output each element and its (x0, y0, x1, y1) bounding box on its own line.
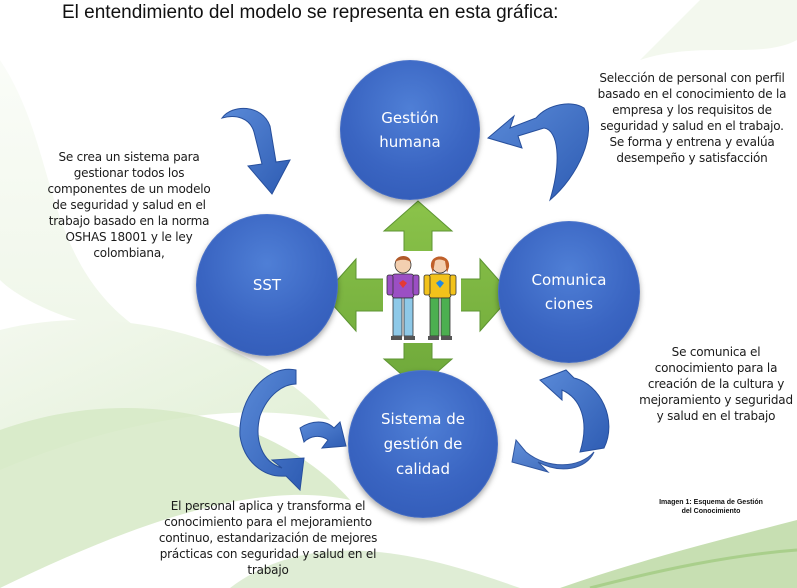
note-comunicaciones: Se comunica el conocimiento para la crea… (639, 345, 793, 423)
note-gestion-humana: Selección de personal con perfil basado … (597, 71, 787, 165)
note-sistema-gestion-calidad: El personal aplica y transforma el conoc… (158, 499, 378, 577)
image-caption: Imagen 1: Esquema de Gestión del Conocim… (659, 499, 763, 515)
node-sst: SST (196, 214, 338, 356)
node-sistema-gestion-calidad-label: Sistema de gestión de calidad (381, 409, 465, 478)
node-gestion-humana-label: Gestión humana (379, 109, 441, 151)
node-sistema-gestion-calidad: Sistema de gestión de calidad (348, 370, 498, 518)
node-gestion-humana: Gestión humana (340, 60, 480, 200)
page-title: El entendimiento del modelo se represent… (62, 2, 559, 23)
two-people-icon (383, 251, 461, 343)
note-sst: Se crea un sistema para gestionar todos … (47, 150, 211, 260)
node-comunicaciones: Comunica ciones (498, 221, 640, 363)
node-comunicaciones-label: Comunica ciones (531, 271, 607, 313)
node-sst-label: SST (252, 276, 282, 294)
